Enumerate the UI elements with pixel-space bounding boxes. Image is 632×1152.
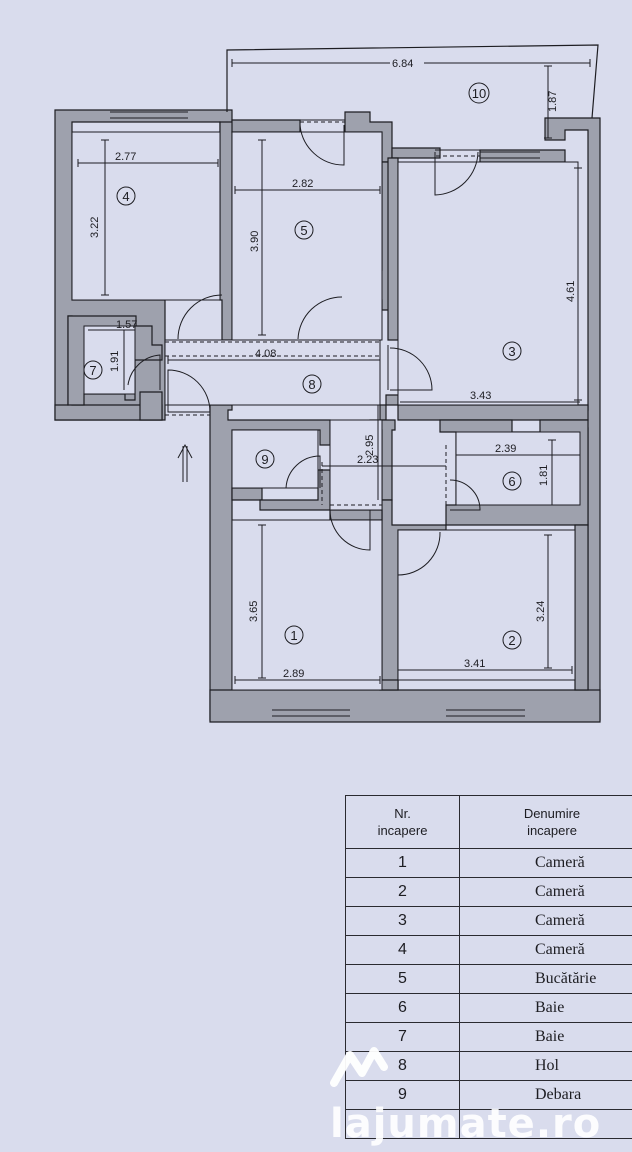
room4-area [72,132,220,300]
dim-1-91: 1.91 [109,351,121,372]
room-number-8: 8 [308,377,315,392]
legend-cell-nr: 2 [346,878,460,907]
watermark: lajumate.ro [330,1038,630,1094]
up-arrow-icon [178,445,192,482]
wall-top-right [392,148,440,158]
dim-2-95: 2.95 [364,435,376,456]
legend-cell-nr: 1 [346,849,460,878]
legend-cell-nr: 4 [346,936,460,965]
wall-room3-left [388,158,398,340]
dim-3-43: 3.43 [470,390,491,402]
floor-plan: 6.84 1.87 2.77 3.22 2.82 3.90 4.61 1.57 … [0,0,632,790]
dim-3-24: 3.24 [535,601,547,622]
dim-1-81: 1.81 [538,465,550,486]
room3-area [398,162,578,405]
wall-room9-bottom [232,488,262,500]
door-room4 [178,295,222,340]
room-number-3: 3 [508,344,515,359]
dim-4-61: 4.61 [565,281,577,302]
room6-area [456,432,580,505]
legend-cell-nr: 6 [346,994,460,1023]
dim-3-90: 3.90 [249,231,261,252]
room-number-2: 2 [508,633,515,648]
room-number-9: 9 [261,452,268,467]
dim-2-77: 2.77 [115,151,136,163]
wall-room2-right [575,525,588,690]
wall-center-left-lower [330,510,382,520]
room-number-1: 1 [290,628,297,643]
watermark-text: lajumate.ro [330,1101,601,1147]
legend-cell-name: Cameră [460,878,632,907]
dim-2-39: 2.39 [495,443,516,455]
dim-4-08: 4.08 [255,348,276,360]
legend-cell-name: Cameră [460,936,632,965]
room-number-5: 5 [300,223,307,238]
legend-cell-name: Cameră [460,907,632,936]
legend-header-row: Nr. incapere Denumire incapere [346,796,632,849]
dim-1-57: 1.57 [116,319,137,331]
lajumate-logo-icon [330,1043,388,1093]
legend-header-name: Denumire incapere [460,796,632,849]
wall-room3-bottom [398,405,588,420]
legend-cell-nr: 3 [346,907,460,936]
wall-balcony [227,45,598,118]
dim-3-22: 3.22 [89,217,101,238]
room-number-10: 10 [472,86,486,101]
dim-2-82: 2.82 [292,178,313,190]
room-number-4: 4 [122,189,129,204]
wall-room1-2 [380,680,398,690]
dim-2-89: 2.89 [283,668,304,680]
dim-2-23: 2.23 [357,454,378,466]
wall-pier-cross [380,395,398,420]
wall-room5-top [232,120,300,132]
legend-cell-name: Baie [460,994,632,1023]
dim-1-87: 1.87 [547,91,559,112]
legend-cell-name: Bucătărie [460,965,632,994]
room-number-7: 7 [89,363,96,378]
room-number-6: 6 [508,474,515,489]
wall-bottom [210,690,600,722]
legend-cell-nr: 5 [346,965,460,994]
dim-6-84: 6.84 [392,58,413,70]
legend-cell-name: Cameră [460,849,632,878]
legend-header-nr: Nr. incapere [346,796,460,849]
dim-3-65: 3.65 [248,601,260,622]
dim-3-41: 3.41 [464,658,485,670]
wall-room7-right [140,392,162,420]
